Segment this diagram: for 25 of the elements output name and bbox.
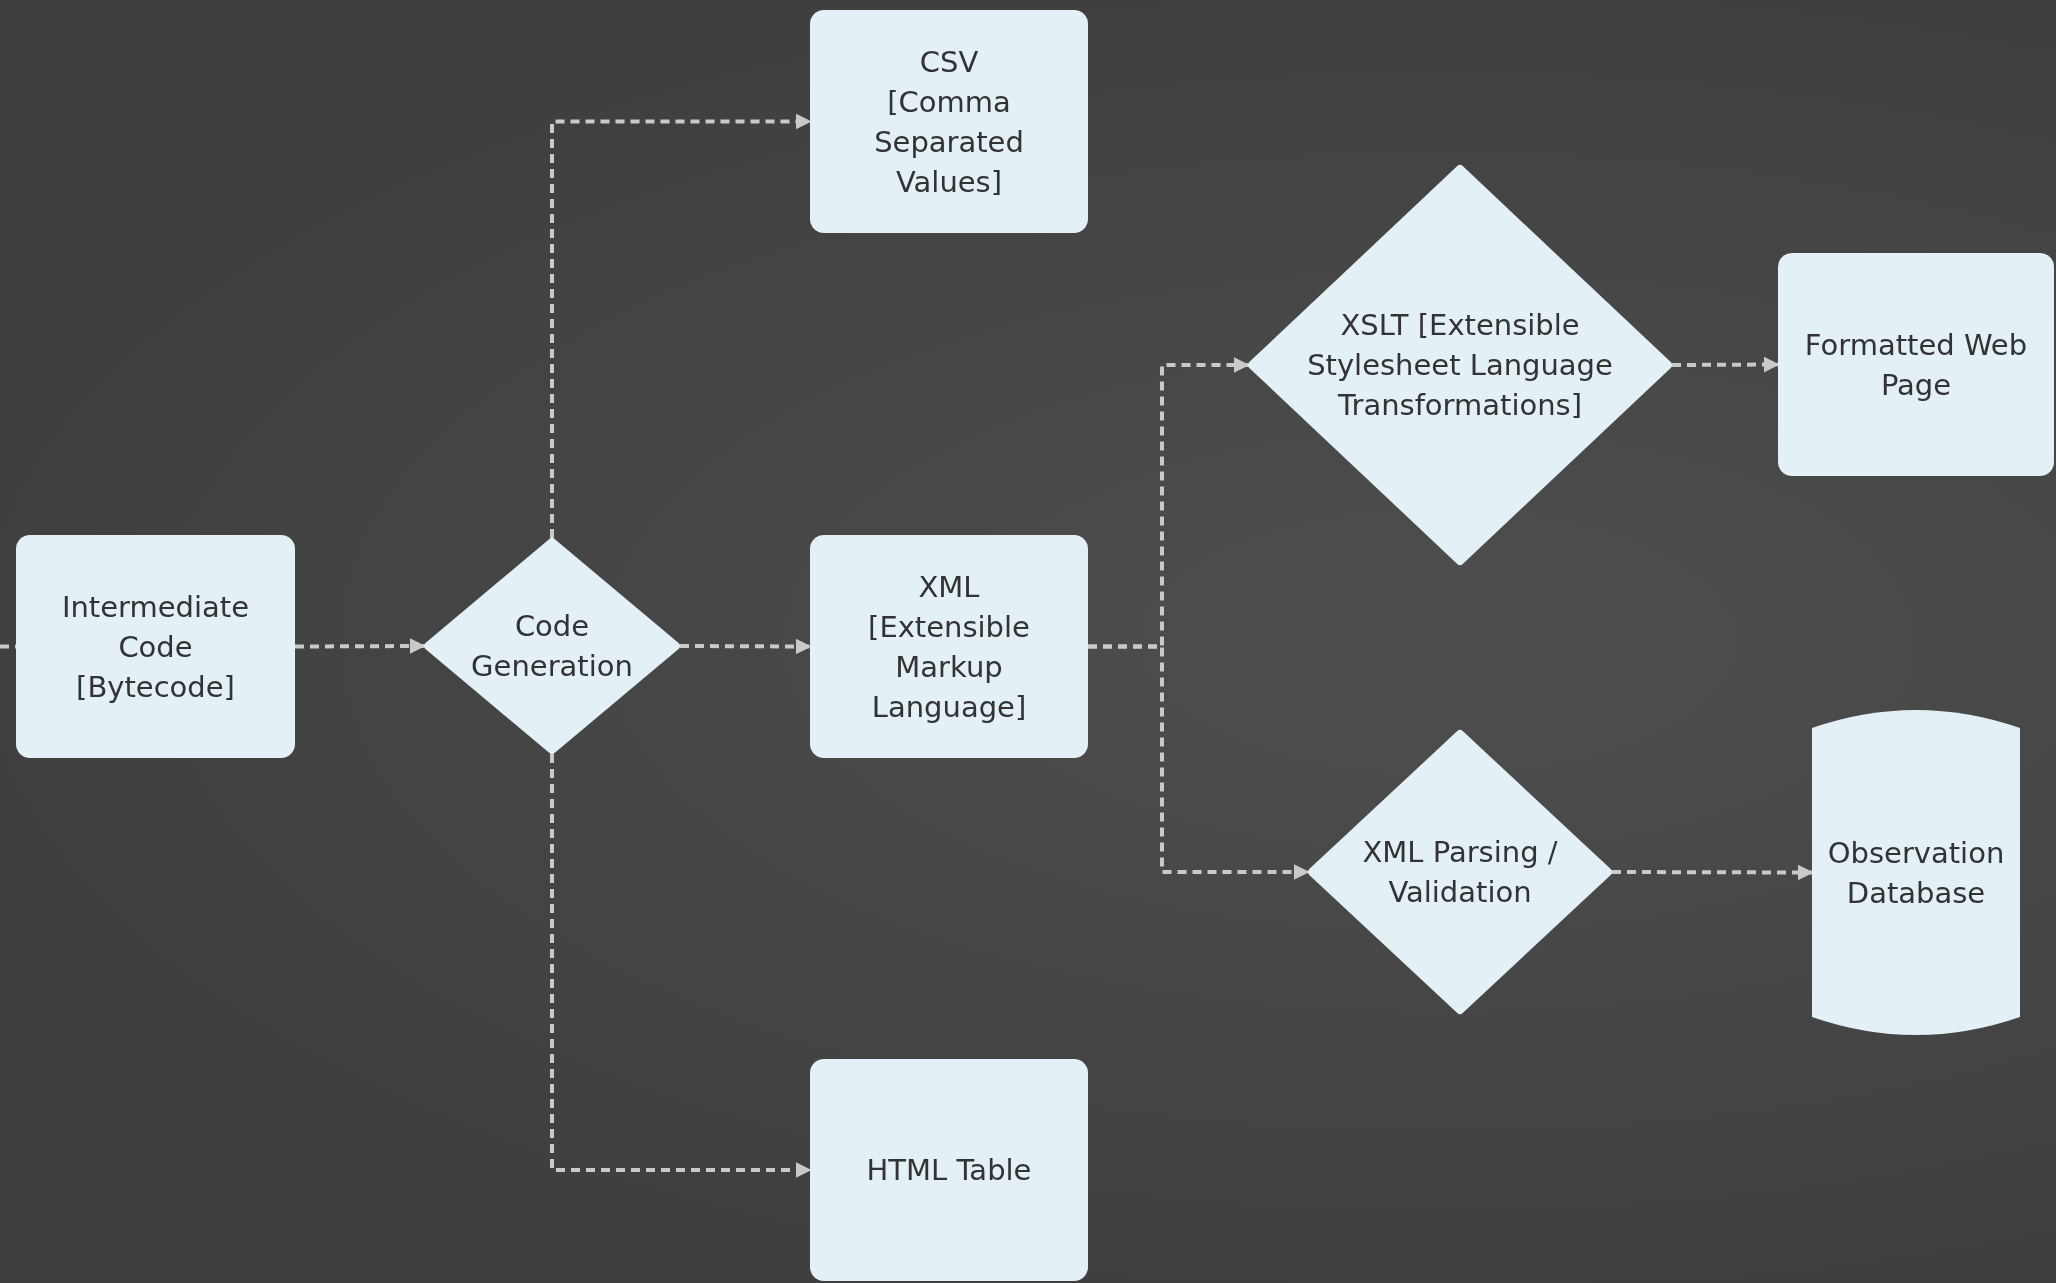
decision-diamond — [424, 538, 680, 754]
node-label: XML Parsing / Validation — [1361, 834, 1559, 911]
arrow — [1672, 356, 1780, 373]
node-label: Formatted Web Page — [1803, 326, 2029, 404]
process-box — [810, 535, 1088, 758]
arrow — [680, 638, 812, 655]
process-box — [810, 1059, 1088, 1281]
node-label: Observation Database — [1826, 834, 2006, 912]
decision-diamond — [1308, 730, 1612, 1014]
arrow — [550, 754, 812, 1178]
node-label: Intermediate Code [Bytecode] — [60, 588, 251, 706]
decision-diamond — [1248, 165, 1672, 565]
node-label: XSLT [Extensible Stylesheet Language Transformations] — [1306, 307, 1614, 424]
process-box — [810, 10, 1088, 233]
node-label: XML [Extensible Markup Language] — [867, 568, 1031, 726]
arrow — [295, 638, 426, 655]
arrow — [550, 113, 812, 538]
database-cylinder — [1812, 710, 2020, 1035]
arrow — [1088, 644, 1310, 880]
node-label: Code Generation — [470, 608, 634, 685]
arrow — [1612, 864, 1814, 881]
node-label: CSV [Comma Separated Values] — [873, 43, 1025, 201]
process-box — [16, 535, 295, 758]
node-label: HTML Table — [865, 1152, 1033, 1189]
process-box — [1778, 253, 2054, 476]
